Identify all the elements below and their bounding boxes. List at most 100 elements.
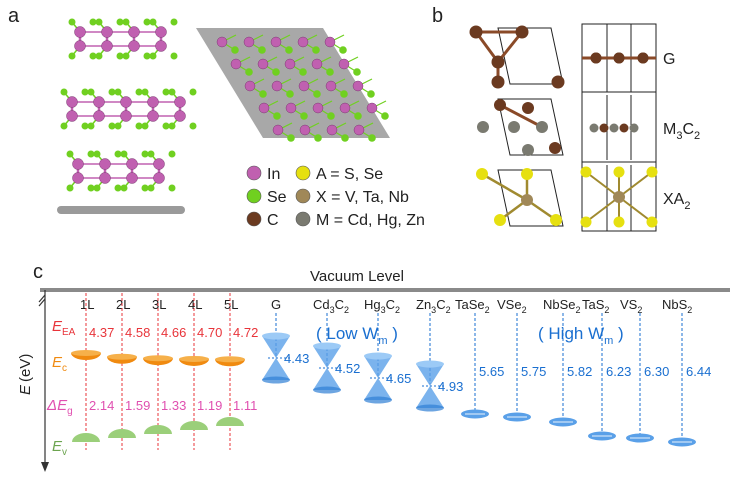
electron-affinity-value: 4.66: [161, 325, 186, 340]
se-atom: [108, 122, 116, 130]
legend-c: C: [267, 212, 279, 229]
in-atom: [72, 158, 84, 170]
m3c2-side-atom: [629, 123, 639, 133]
in-atom: [153, 158, 165, 170]
in-atom: [153, 172, 165, 184]
in-atom-top: [311, 58, 323, 70]
valence-band: [216, 417, 244, 426]
in-atom-top: [325, 80, 337, 92]
se-atom: [114, 150, 122, 158]
metal-3-cone-bottom: [416, 386, 444, 408]
in-atom-top: [324, 36, 336, 48]
se-atom-top: [354, 112, 362, 120]
se-atom: [89, 18, 97, 26]
se-atom: [66, 150, 74, 158]
in-atom-top: [312, 102, 324, 114]
se-atom: [162, 122, 170, 130]
layer-name: 5L: [224, 297, 238, 312]
se-atom-top: [353, 68, 361, 76]
metal-0-cone-bottom: [262, 358, 290, 380]
in-atom: [101, 26, 113, 38]
metal-name-NbS2: NbS2: [662, 297, 692, 315]
work-function-value: 5.82: [567, 364, 592, 379]
work-function-value: 4.43: [284, 351, 309, 366]
se-atom: [95, 18, 103, 26]
in-atom-top: [298, 80, 310, 92]
se-atom-top: [339, 46, 347, 54]
se-atom: [116, 18, 124, 26]
c-atom-side: [590, 52, 602, 64]
layer-name: 2L: [116, 297, 130, 312]
in-atom: [120, 110, 132, 122]
metal-2-cone-base: [364, 396, 392, 404]
m3c2-side-atom: [619, 123, 629, 133]
in-atom-top: [216, 36, 228, 48]
electron-affinity-value: 4.72: [233, 325, 258, 340]
in-atom: [174, 110, 186, 122]
metal-work-functions: G4.43Cd3C24.52Hg3C24.65Zn3C24.93TaSe25.6…: [262, 297, 711, 447]
structure-label-xa2: XA2: [663, 191, 690, 212]
metal-0-cone-base: [262, 376, 290, 384]
panel-label-c: c: [33, 261, 43, 283]
in-atom-top: [244, 80, 256, 92]
se-atom: [60, 122, 68, 130]
valence-band: [108, 429, 136, 438]
metal-0-cone-top: [262, 336, 290, 358]
layered-structure-side-view: [60, 18, 197, 192]
structure-label-g: G: [663, 51, 675, 68]
in-atom: [93, 96, 105, 108]
a-atom: [521, 168, 533, 180]
se-atom: [168, 88, 176, 96]
se-atom: [141, 184, 149, 192]
in-atom-top: [230, 58, 242, 70]
se-atom: [87, 150, 95, 158]
se-atom: [116, 52, 124, 60]
c-atom-side: [613, 52, 625, 64]
se-atom: [87, 184, 95, 192]
panel-label-a: a: [8, 5, 20, 27]
se-atom: [114, 88, 122, 96]
in-atom-top: [353, 124, 365, 136]
in-atom-top: [326, 124, 338, 136]
band-gap-value: 1.33: [161, 398, 186, 413]
se-atom-top: [286, 90, 294, 98]
se-atom: [147, 184, 155, 192]
se-atom: [189, 122, 197, 130]
se-atom: [189, 88, 197, 96]
atom-legend: In A = S, Se Se X = V, Ta, Nb C M = Cd, …: [246, 165, 425, 229]
unit-cell-1: [497, 98, 564, 156]
legend-swatch-x: [295, 188, 311, 204]
structure-label-m3c2: M3C2: [663, 121, 700, 142]
m3c2-atom: [494, 99, 506, 111]
electron-affinity-value: 4.70: [197, 325, 222, 340]
in-atom-top: [299, 124, 311, 136]
se-atom: [81, 88, 89, 96]
in-atom: [99, 158, 111, 170]
se-atom-top: [368, 134, 376, 142]
se-atom-top: [272, 68, 280, 76]
a-atom-side: [646, 166, 658, 178]
a-atom: [476, 168, 488, 180]
se-atom: [68, 52, 76, 60]
metal-name-VSe2: VSe2: [497, 297, 527, 315]
in-atom-top: [270, 36, 282, 48]
se-atom: [87, 88, 95, 96]
row-label-electron-affinity: EEA: [52, 318, 76, 338]
row-label-conduction-band: Ec: [52, 354, 67, 374]
se-atom-top: [327, 112, 335, 120]
work-function-value: 4.65: [386, 371, 411, 386]
m3c2-atom: [508, 121, 520, 133]
c-atom-side: [637, 52, 649, 64]
metal-name-VS2: VS2: [620, 297, 642, 315]
layer-name: 1L: [80, 297, 94, 312]
se-atom-top: [245, 68, 253, 76]
axis-break-1: [38, 294, 46, 303]
conduction-band-top: [107, 353, 137, 360]
metal-1-cone-top: [313, 346, 341, 368]
panel-label-b: b: [432, 5, 443, 27]
in-atom: [74, 40, 86, 52]
se-atom-top: [367, 90, 375, 98]
metal-3-cone-top: [416, 364, 444, 386]
se-atom: [141, 88, 149, 96]
se-atom: [141, 122, 149, 130]
